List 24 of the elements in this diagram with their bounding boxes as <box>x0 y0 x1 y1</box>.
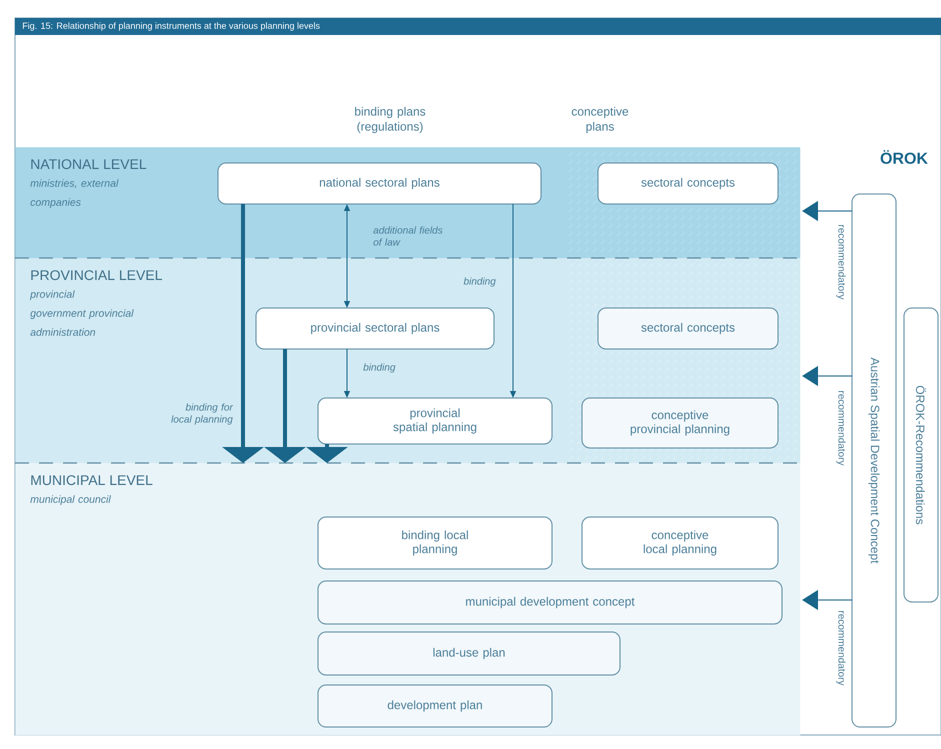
edge-label: additional fields of law <box>373 226 442 246</box>
edge-label: recommendatory <box>836 391 846 466</box>
plan-box: municipal development concept <box>318 580 783 624</box>
plan-box: provincial spatial planning <box>318 398 552 444</box>
edge-label: binding <box>363 363 396 373</box>
column-heading: binding plans (regulations) <box>355 106 426 134</box>
edge-label: binding for local planning <box>171 403 234 425</box>
concept-box: ÖROK-Recommendations <box>904 308 939 602</box>
plan-box: land-use plan <box>318 632 620 676</box>
plan-box: binding local planning <box>318 516 552 570</box>
organisation-label: ÖROK <box>880 150 928 164</box>
plan-box: national sectoral plans <box>218 162 542 204</box>
plan-box: sectoral concepts <box>598 308 778 350</box>
plan-box: development plan <box>318 684 552 728</box>
column-heading: conceptive plans <box>572 106 628 134</box>
edge-label: binding <box>464 277 496 287</box>
concept-box: Austrian Spatial Development Concept <box>852 194 897 728</box>
plan-box: provincial sectoral plans <box>256 308 494 350</box>
plan-box: conceptive provincial planning <box>582 398 778 448</box>
plan-box: conceptive local planning <box>582 516 778 570</box>
title-bar: Fig. 15: Relationship of planning instruments at the various planning levels <box>15 18 941 35</box>
edge-label: recommendatory <box>836 225 846 300</box>
edge-label: recommendatory <box>836 611 846 686</box>
plan-box: sectoral concepts <box>598 162 778 204</box>
